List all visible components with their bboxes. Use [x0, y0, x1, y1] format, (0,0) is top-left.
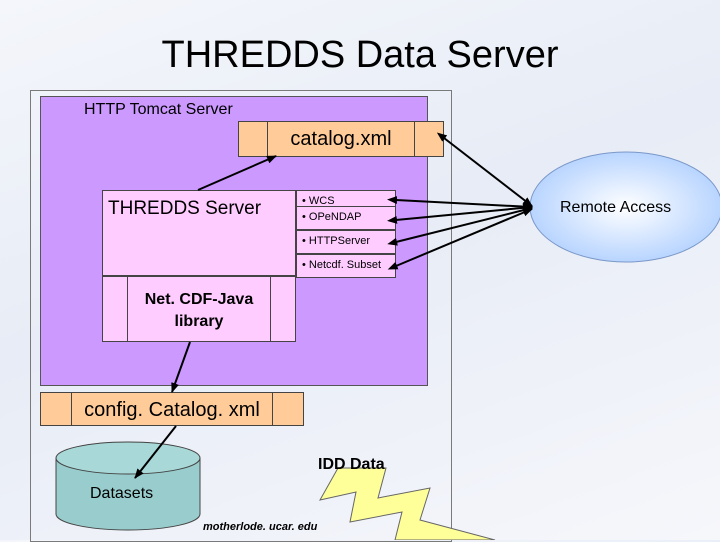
datasets-label: Datasets	[90, 485, 154, 502]
netcdf-java-label-line1: Net. CDF-Java	[144, 291, 254, 308]
netcdf-java-label-line2: library	[174, 313, 224, 330]
lightning-bolt-icon	[319, 467, 496, 540]
catalog-xml-label: catalog.xml	[267, 122, 415, 156]
motherlode-label: motherlode. ucar. edu	[203, 521, 318, 533]
datasets-cylinder-icon	[55, 441, 201, 531]
arrow-catalog-remote	[436, 132, 533, 207]
service-httpserver: • HTTPServer	[296, 230, 396, 254]
thredds-server-label: THREDDS Server	[108, 198, 262, 219]
page-title: THREDDS Data Server	[161, 34, 559, 76]
config-catalog-label: config. Catalog. xml	[71, 393, 273, 425]
arrow-config-to-datasets	[134, 425, 177, 479]
arrow-netcdf-subset-remote	[387, 208, 533, 270]
arrow-tds-to-catalog	[197, 155, 277, 191]
tomcat-server-label: HTTP Tomcat Server	[84, 101, 233, 118]
arrow-netcdf-to-config	[171, 341, 191, 393]
arrow-wcs-remote	[387, 196, 533, 211]
idd-data-label: IDD Data	[318, 456, 385, 473]
service-netcdf-subset: • Netcdf. Subset	[296, 254, 396, 278]
remote-access-label: Remote Access	[560, 199, 672, 216]
netcdf-java-box: Net. CDF-Java library	[102, 276, 296, 342]
config-catalog-box: config. Catalog. xml	[40, 392, 304, 426]
service-opendap: • OPeNDAP	[296, 206, 396, 230]
